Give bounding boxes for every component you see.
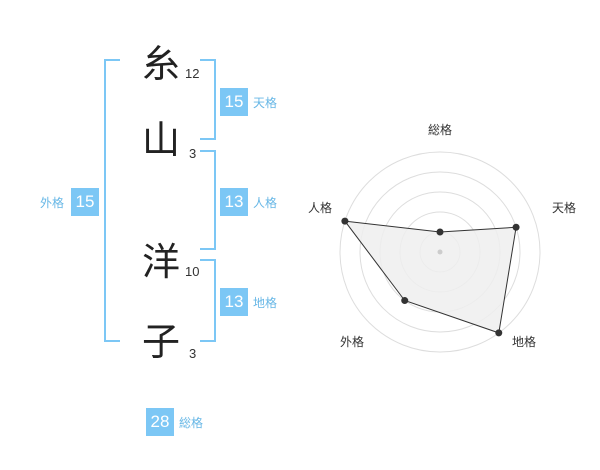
soukaku-value: 28 <box>146 408 174 436</box>
radar-label-tenkaku: 天格 <box>552 200 576 215</box>
gaikaku-value: 15 <box>71 188 99 216</box>
radar-grid-ring <box>359 171 521 333</box>
name-char-2: 山 <box>142 118 181 162</box>
chikaku-bracket <box>200 259 216 342</box>
radar-center-dot <box>437 249 443 255</box>
tenkaku-label: 天格 <box>253 96 278 110</box>
soukaku-label: 総格 <box>179 416 204 430</box>
radar-point-1 <box>436 228 444 236</box>
radar-grid-ring <box>339 151 541 353</box>
radar-label-jinkaku: 人格 <box>308 200 332 215</box>
gaikaku-bracket <box>104 59 120 342</box>
radar-data-polygon <box>343 220 517 334</box>
tenkaku-value: 15 <box>220 88 248 116</box>
name-char-1: 糸 <box>142 42 181 86</box>
radar-label-chikaku: 地格 <box>512 334 536 349</box>
radar-point-2 <box>512 223 520 231</box>
name-char-3: 洋 <box>142 240 181 284</box>
radar-point-4 <box>401 297 409 305</box>
stroke-count-1: 12 <box>185 66 200 81</box>
jinkaku-value: 13 <box>220 188 248 216</box>
stroke-count-4: 3 <box>189 346 197 361</box>
chikaku-label: 地格 <box>253 296 278 310</box>
stroke-count-2: 3 <box>189 146 197 161</box>
fortune-radar-chart: 総格 天格 地格 外格 人格 <box>308 122 576 353</box>
tenkaku-bracket <box>200 59 216 140</box>
stroke-count-3: 10 <box>185 264 200 279</box>
chikaku-value: 13 <box>220 288 248 316</box>
gaikaku-label: 外格 <box>40 196 65 210</box>
radar-point-5 <box>341 217 349 225</box>
radar-points <box>341 217 520 337</box>
name-char-4: 子 <box>142 320 181 364</box>
jinkaku-bracket <box>200 150 216 250</box>
radar-point-3 <box>495 329 503 337</box>
radar-label-gaikaku: 外格 <box>340 334 364 349</box>
jinkaku-label: 人格 <box>253 196 278 210</box>
radar-label-soukaku: 総格 <box>428 122 452 137</box>
